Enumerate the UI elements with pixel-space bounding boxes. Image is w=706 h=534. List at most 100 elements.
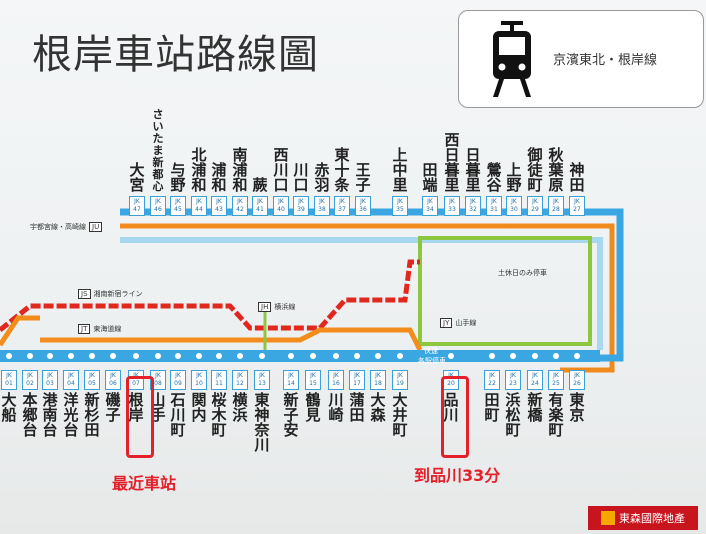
- station-name: 日暮里: [465, 146, 481, 194]
- yamanote-loop: [418, 236, 592, 346]
- rapid-label: 快速: [424, 347, 438, 355]
- shinagawa-highlight: [441, 376, 469, 458]
- station-name: 川口: [293, 161, 309, 194]
- station-name: 浦和: [211, 161, 227, 194]
- station-name: 新橋: [527, 391, 543, 424]
- station-name: 北浦和: [191, 146, 207, 194]
- shonan-line: [0, 259, 420, 332]
- station-name: 上野: [506, 161, 522, 194]
- nearest-station-highlight: [126, 376, 154, 458]
- station-name: 東京: [569, 391, 585, 424]
- station-name: 田端: [422, 161, 438, 194]
- nearest-station-label: 最近車站: [112, 474, 177, 493]
- station-name: 東神奈川: [254, 391, 270, 454]
- station-name: 御徒町: [527, 146, 543, 194]
- line-name: 京濱東北・根岸線: [553, 53, 658, 68]
- station-name: 大井町: [392, 391, 408, 439]
- station-name: 浜松町: [505, 391, 521, 439]
- station-name: 大宮: [129, 161, 145, 194]
- station-name: 西川口: [273, 146, 289, 194]
- station-name: 横浜: [232, 391, 248, 424]
- station-name: 関内: [191, 391, 207, 424]
- logo-mark-icon: [601, 511, 615, 525]
- holiday-note: 土休日のみ停車: [498, 269, 547, 277]
- station-name: 桜木町: [211, 391, 227, 439]
- station-name: 品川: [443, 391, 459, 424]
- keihin-upper-line-2: [120, 237, 603, 350]
- station-name: 神田: [569, 161, 585, 194]
- station-name: 東十条: [334, 146, 350, 194]
- line-badge: 京濱東北・根岸線: [458, 10, 704, 108]
- station-name: 石川町: [170, 391, 186, 439]
- station-name: 鶯谷: [486, 161, 502, 194]
- station-name: 根岸: [128, 391, 144, 424]
- station-name: 洋光台: [63, 391, 79, 439]
- local-label: 各駅停車: [418, 357, 446, 365]
- utsunomiya-line: [120, 223, 615, 373]
- station-name: 大森: [370, 391, 386, 424]
- station-name: 秋葉原: [548, 146, 564, 194]
- tokaido-line: [0, 315, 423, 352]
